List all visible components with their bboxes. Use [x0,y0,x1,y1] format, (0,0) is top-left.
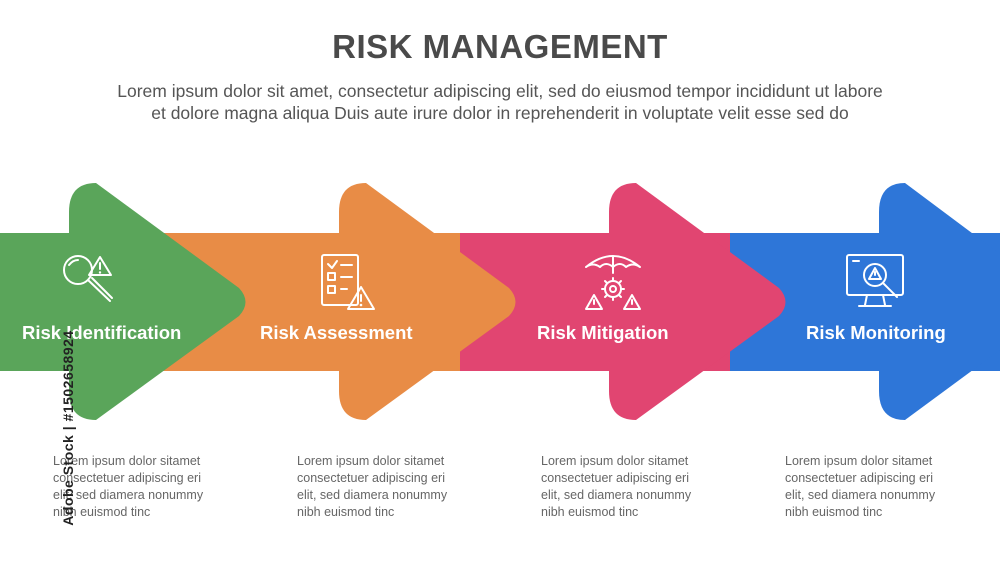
subtitle-line-2: et dolore magna aliqua Duis aute irure d… [151,103,849,123]
desc-line: consectetuer adipiscing eri [53,471,201,485]
subtitle-line-1: Lorem ipsum dolor sit amet, consectetur … [117,81,883,101]
step-label-identification: Risk Identification [22,322,181,343]
desc-line: elit, sed diamera nonummy [785,488,936,502]
desc-line: nibh euismod tinc [541,505,639,519]
desc-line: elit, sed diamera nonummy [53,488,204,502]
magnifier-warning-icon [63,255,113,302]
desc-line: nibh euismod tinc [785,505,883,519]
step-desc-mitigation: Lorem ipsum dolor sitamet consectetuer a… [541,453,716,521]
step-desc-assessment: Lorem ipsum dolor sitamet consectetuer a… [297,453,472,521]
checklist-warning-icon [321,254,375,310]
step-head-mitigation [609,183,786,420]
step-desc-identification: Lorem ipsum dolor sitamet consectetuer a… [53,453,228,521]
step-arrow-identification [0,183,246,420]
desc-line: nibh euismod tinc [53,505,151,519]
monitor-warning-icon [846,254,904,307]
desc-line: Lorem ipsum dolor sitamet [53,454,201,468]
desc-line: Lorem ipsum dolor sitamet [541,454,689,468]
desc-line: consectetuer adipiscing eri [297,471,445,485]
desc-line: elit, sed diamera nonummy [541,488,692,502]
step-label-assessment: Risk Assessment [260,322,413,343]
desc-line: Lorem ipsum dolor sitamet [785,454,933,468]
step-label-monitoring: Risk Monitoring [806,322,946,343]
step-label-mitigation: Risk Mitigation [537,322,669,343]
step-arrow-monitoring [700,183,1000,420]
page-title: RISK MANAGEMENT [332,28,668,65]
desc-line: Lorem ipsum dolor sitamet [297,454,445,468]
desc-line: consectetuer adipiscing eri [541,471,689,485]
desc-line: consectetuer adipiscing eri [785,471,933,485]
desc-line: nibh euismod tinc [297,505,395,519]
step-arrow-mitigation [430,183,786,420]
subtitle: Lorem ipsum dolor sit amet, consectetur … [40,80,960,124]
step-head-assessment [339,183,516,420]
step-desc-monitoring: Lorem ipsum dolor sitamet consectetuer a… [785,453,960,521]
umbrella-gear-icon [585,255,641,310]
desc-line: elit, sed diamera nonummy [297,488,448,502]
stock-credit: Adobe Stock | #1502658924 [60,330,76,526]
step-head-identification [69,183,246,420]
step-head-monitoring [879,183,1000,420]
